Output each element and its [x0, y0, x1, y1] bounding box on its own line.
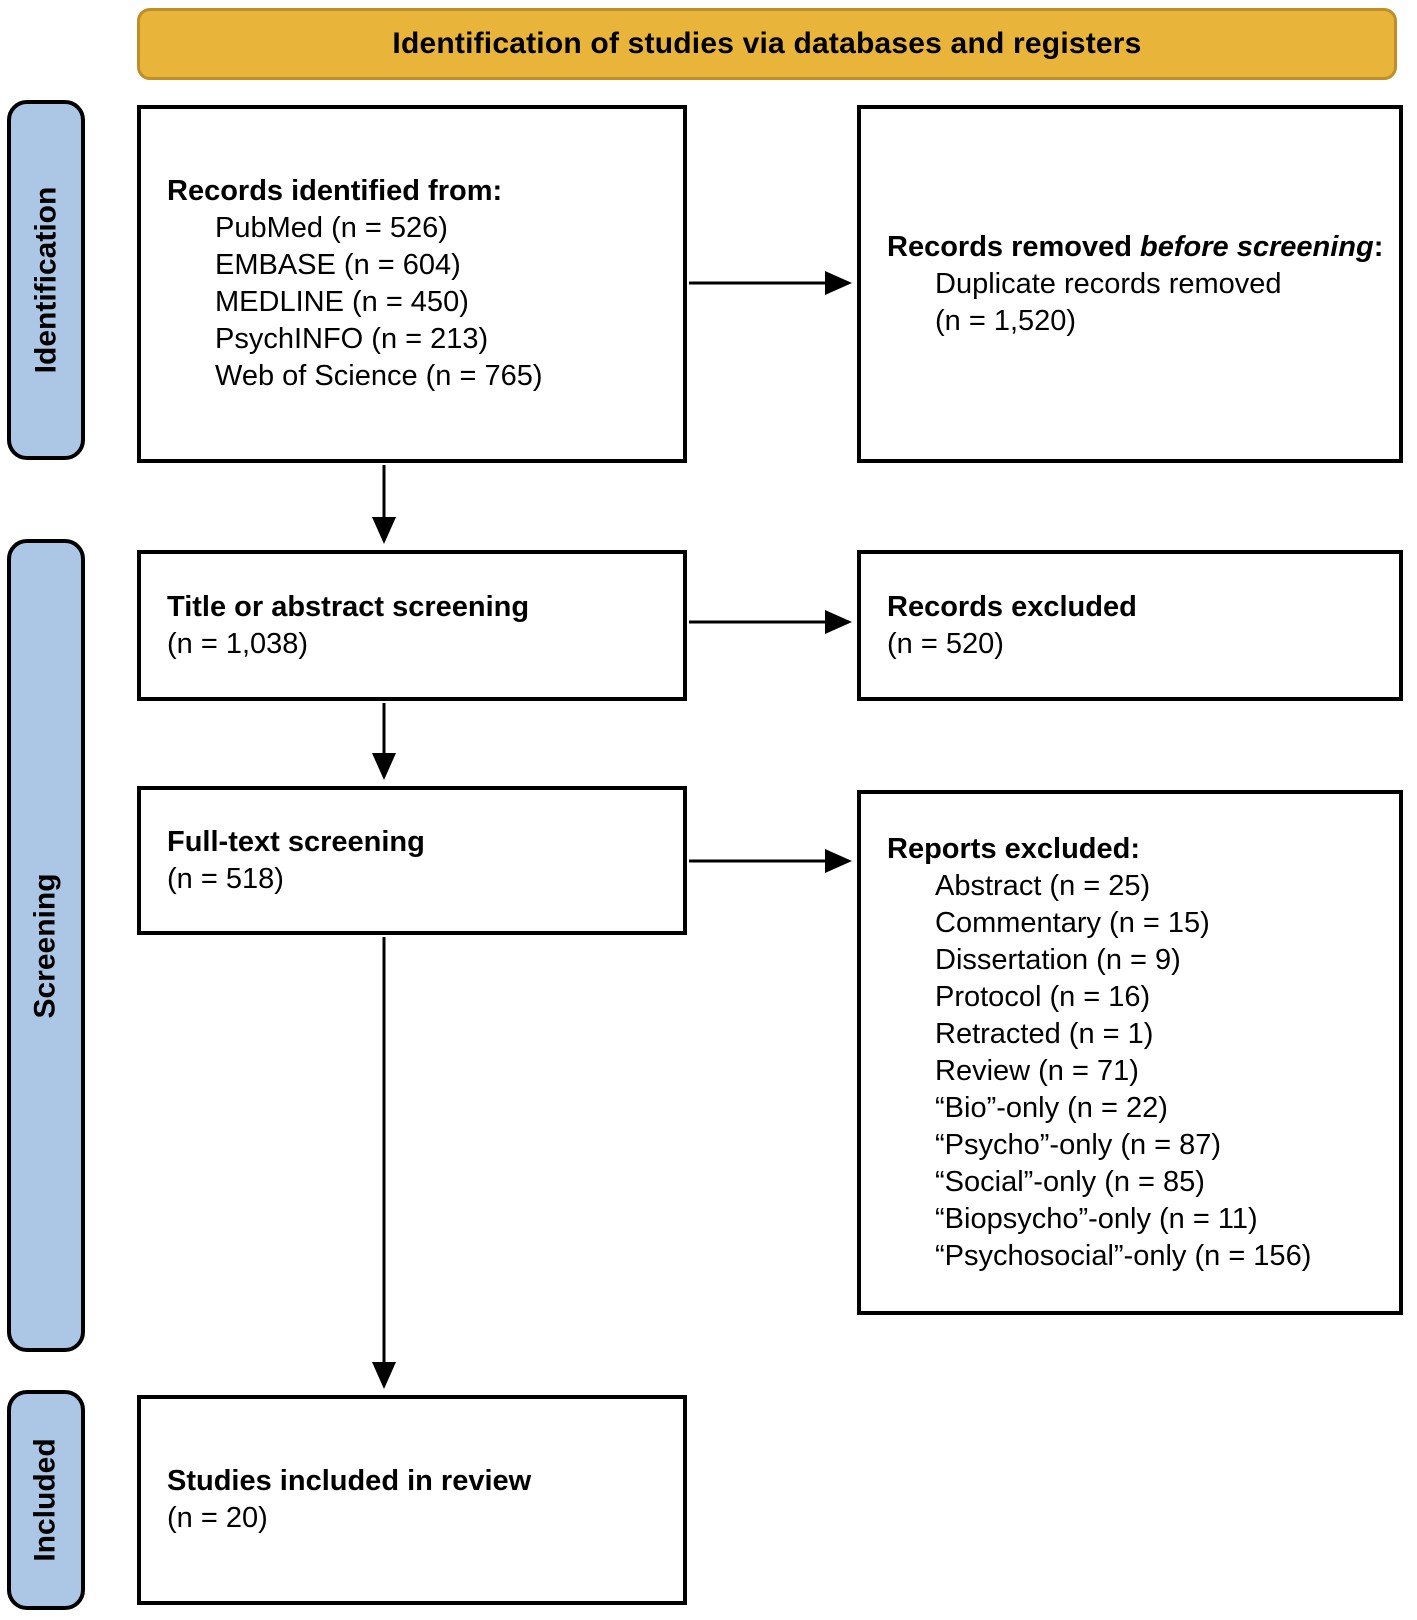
box-items: Abstract (n = 25) Commentary (n = 15) Diss…	[887, 868, 1391, 1275]
list-line: “Biopsycho”-only (n = 11)	[935, 1202, 1258, 1235]
list-line: PsychINFO (n = 213)	[215, 323, 489, 355]
box-count: (n = 1,038)	[167, 627, 309, 660]
list-line: “Psychosocial”-only (n = 156)	[935, 1239, 1312, 1272]
list-line: PubMed (n = 526)	[215, 212, 448, 244]
phase-label-text: Identification	[29, 186, 63, 374]
list-line: (n = 1,520)	[935, 304, 1077, 337]
list-line: Dissertation (n = 9)	[935, 943, 1181, 976]
list-line: “Social”-only (n = 85)	[935, 1165, 1205, 1198]
box-heading: Records removed before screening:	[887, 229, 1391, 266]
box-count: (n = 20)	[167, 1502, 268, 1534]
list-line: Commentary (n = 15)	[935, 906, 1210, 939]
box-heading: Records excluded	[887, 590, 1137, 623]
list-line: “Bio”-only (n = 22)	[935, 1091, 1168, 1124]
box-fulltext-screening: Full-text screening (n = 518)	[137, 786, 687, 935]
banner: Identification of studies via databases …	[137, 8, 1397, 80]
box-title-abstract-screening: Title or abstract screening (n = 1,038)	[137, 550, 687, 701]
banner-title: Identification of studies via databases …	[392, 27, 1142, 60]
box-heading: Records identified from:	[167, 175, 503, 207]
box-records-removed: Records removed before screening: Duplic…	[857, 105, 1403, 463]
box-reports-excluded: Reports excluded: Abstract (n = 25) Comme…	[857, 790, 1403, 1315]
box-items: Duplicate records removed (n = 1,520)	[887, 266, 1391, 340]
list-line: Web of Science (n = 765)	[215, 360, 543, 392]
box-heading: Title or abstract screening	[167, 590, 530, 623]
heading-suffix: :	[1373, 230, 1384, 263]
phase-label-identification: Identification	[7, 100, 85, 460]
list-line: Review (n = 71)	[935, 1054, 1139, 1087]
box-count: (n = 518)	[167, 862, 284, 895]
box-items: PubMed (n = 526) EMBASE (n = 604) MEDLINE …	[167, 210, 675, 395]
box-records-excluded: Records excluded (n = 520)	[857, 550, 1403, 701]
box-studies-included: Studies included in review (n = 20)	[137, 1395, 687, 1605]
list-line: Duplicate records removed	[935, 267, 1282, 300]
phase-label-screening: Screening	[7, 539, 85, 1352]
heading-prefix: Records removed	[887, 230, 1141, 263]
list-line: EMBASE (n = 604)	[215, 249, 461, 281]
phase-label-text: Screening	[29, 872, 62, 1019]
box-count: (n = 520)	[887, 627, 1004, 660]
list-line: Retracted (n = 1)	[935, 1017, 1154, 1050]
box-records-identified: Records identified from: PubMed (n = 526…	[137, 105, 687, 463]
phase-label-text: Included	[29, 1438, 62, 1562]
box-heading: Full-text screening	[167, 825, 425, 858]
list-line: MEDLINE (n = 450)	[215, 286, 469, 318]
list-line: Protocol (n = 16)	[935, 980, 1151, 1013]
box-heading: Studies included in review	[167, 1465, 532, 1497]
phase-label-included: Included	[7, 1390, 85, 1610]
list-line: “Psycho”-only (n = 87)	[935, 1128, 1222, 1161]
box-heading: Reports excluded:	[887, 832, 1140, 865]
list-line: Abstract (n = 25)	[935, 869, 1151, 902]
heading-emphasis: before screening	[1140, 230, 1374, 263]
